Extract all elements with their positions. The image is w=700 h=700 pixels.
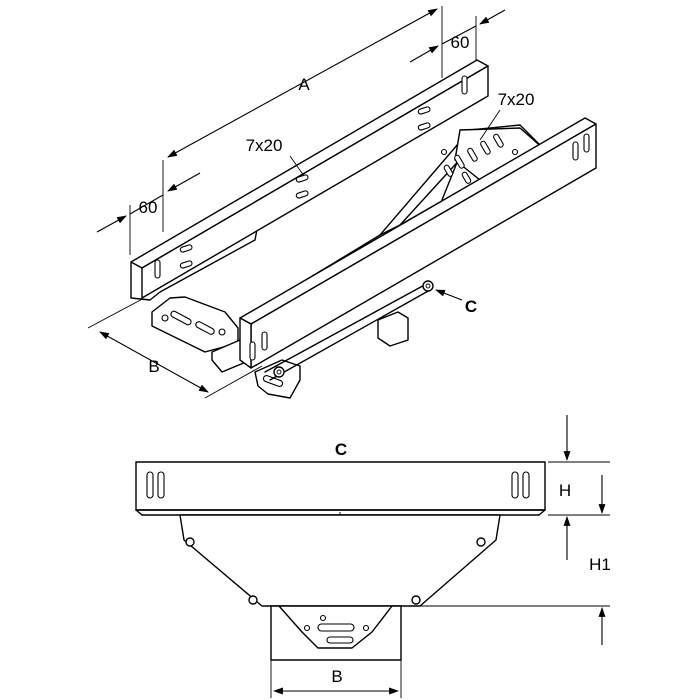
view-C-arrow: [435, 289, 463, 301]
front-trapezoid-plate: [179, 514, 501, 607]
dimension-A-line: [167, 8, 438, 158]
dimension-lines-iso: [87, 6, 506, 399]
front-top-plate: [135, 461, 546, 511]
label-B-front: B: [331, 667, 342, 686]
isometric-view: A 60 60 7x20 7x20 B C: [87, 6, 597, 399]
label-B-iso: B: [148, 357, 159, 376]
label-7x20-right: 7x20: [498, 90, 535, 109]
dimension-B-iso-line: [99, 331, 209, 393]
label-60-left: 60: [139, 198, 158, 217]
dimension-B-front: B: [270, 660, 402, 698]
label-A: A: [298, 75, 310, 94]
label-C-arrow: C: [465, 297, 477, 316]
label-60-top: 60: [451, 33, 470, 52]
label-H: H: [559, 481, 571, 500]
dimension-H1: H1: [420, 516, 611, 645]
label-7x20-center: 7x20: [246, 136, 283, 155]
front-view-C: C H: [135, 415, 611, 698]
left-side-rail: [130, 59, 489, 301]
label-C-title: C: [335, 440, 347, 459]
dimension-H: H: [548, 415, 610, 516]
label-H1: H1: [589, 555, 611, 574]
front-bottom-box: [270, 605, 402, 661]
right-side-rail: [239, 117, 597, 381]
